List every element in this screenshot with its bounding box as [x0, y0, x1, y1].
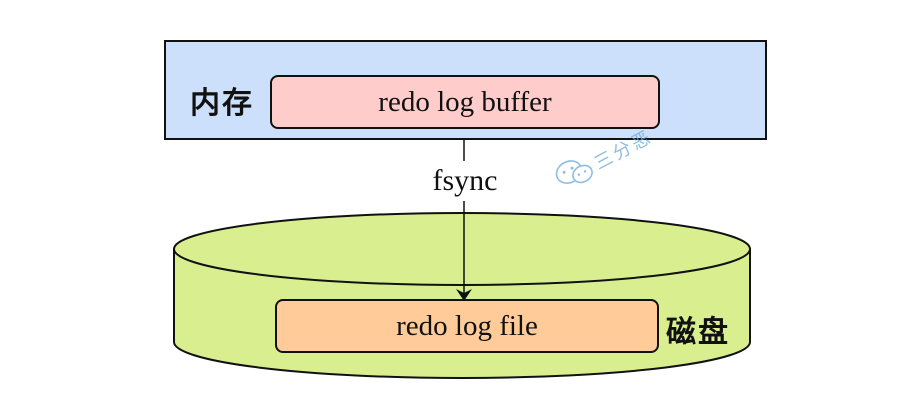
- fsync-arrowhead: [456, 289, 472, 301]
- disk-label: 磁盘: [666, 315, 730, 350]
- disk-cylinder-top: [173, 212, 751, 286]
- redo-log-buffer-box: redo log buffer: [270, 75, 660, 129]
- redo-log-buffer-label: redo log buffer: [378, 85, 552, 118]
- wechat-icon: [555, 160, 593, 184]
- redo-log-file-label: redo log file: [396, 309, 538, 342]
- watermark: 三分恶: [544, 95, 692, 218]
- watermark-text: 三分恶: [590, 126, 657, 175]
- memory-label: 内存: [190, 86, 254, 121]
- redo-log-file-box: redo log file: [275, 299, 659, 353]
- fsync-edge-label: fsync: [400, 161, 530, 201]
